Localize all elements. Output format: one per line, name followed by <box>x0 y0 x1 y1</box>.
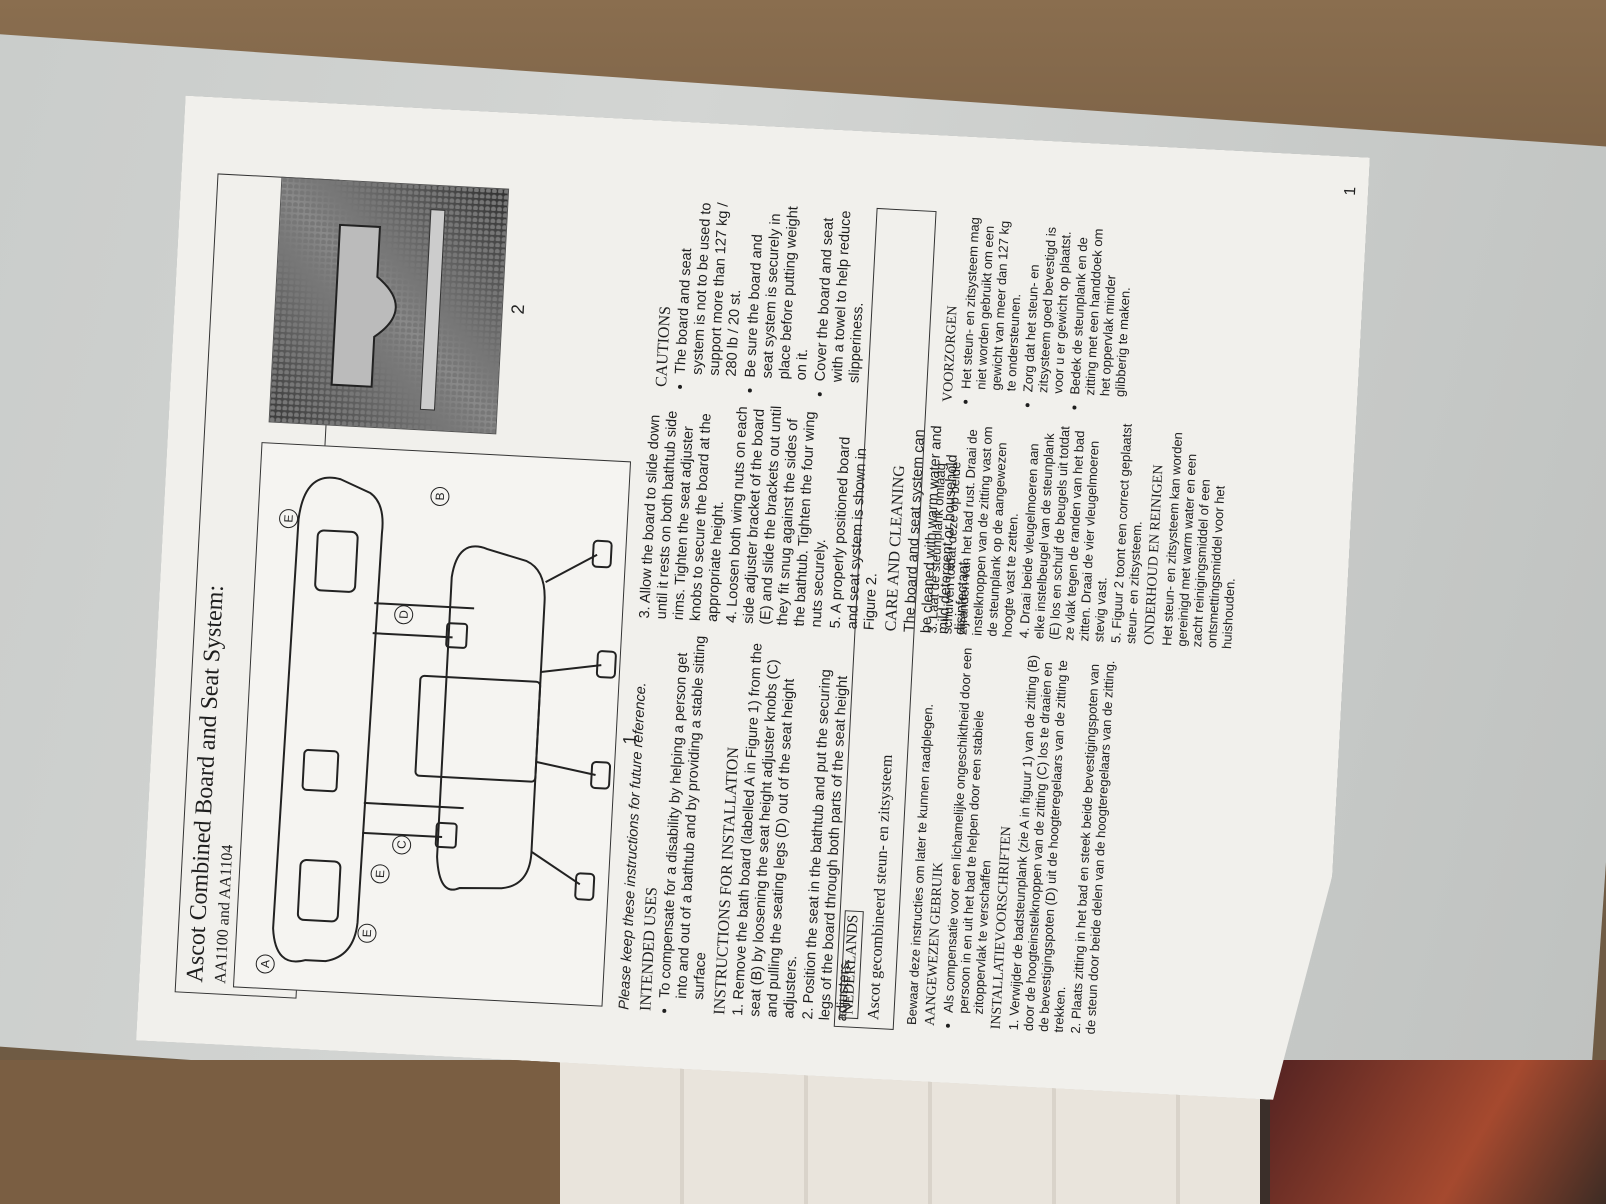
bracket-center <box>302 750 338 792</box>
label-a: A <box>258 960 272 969</box>
label-d: D <box>396 609 410 619</box>
caution-1: The board and seat system is not to be u… <box>673 200 750 377</box>
dutch-caution-3: Bedek de steunplank en de zitting met ee… <box>1067 220 1136 397</box>
dutch-caution-2: Zorg dat het steun- en zitsysteem goed b… <box>1020 218 1074 394</box>
install-step-3: 3. Allow the board to slide down until i… <box>636 410 728 623</box>
dutch-step-4: 4. Draai beide vleugelmoeren aan elke in… <box>1016 425 1110 643</box>
seat-outline <box>435 545 547 893</box>
page-number: 1 <box>1341 186 1360 197</box>
seat-backplate <box>415 676 540 782</box>
dutch-column-middle: 3. Laat de steunplank omlaag schuiven to… <box>924 413 1247 649</box>
instruction-sheet: Ascot Combined Board and Seat System: AA… <box>136 96 1370 1103</box>
dutch-column-left: Bewaar deze instructies om later te kunn… <box>904 645 1120 1035</box>
figure-2-number: 2 <box>507 303 529 315</box>
dutch-column-right: VOORZORGEN Het steun- en zitsysteem mag … <box>937 214 1139 412</box>
dutch-subtitle: Ascot gecombineerd steun- en zitsysteem <box>865 754 897 1021</box>
caution-2: Be sure the board and seat system is sec… <box>743 203 820 380</box>
figure-2-photo: 2 <box>269 177 510 435</box>
cardboard-box-bottom <box>0 1060 560 1204</box>
label-e-1: E <box>360 929 374 938</box>
bracket-right <box>315 530 358 592</box>
label-b: B <box>433 492 447 501</box>
bath-board-outline <box>271 476 384 965</box>
installed-seat-illustration <box>270 178 508 433</box>
dutch-caution-1: Het steun- en zitsysteem mag niet worden… <box>958 215 1027 392</box>
english-column-right: CAUTIONS The board and seat system is no… <box>649 199 875 398</box>
label-e-3: E <box>281 514 295 523</box>
dutch-step-3: 3. Laat de steunplank omlaag schuiven to… <box>924 426 1021 638</box>
caution-3: Cover the board and seat with a towel to… <box>813 207 873 383</box>
figure-1-drawing: A B C D E E E 1 <box>233 442 631 1007</box>
install-step-4: 4. Loosen both wing nuts on each side ad… <box>723 405 830 628</box>
label-c: C <box>394 840 408 850</box>
bath-board-seat-illustration: A B C D E E E <box>234 443 630 1006</box>
red-object <box>1270 1060 1606 1204</box>
dutch-care-text: Het steun- en zitsysteem kan worden gere… <box>1159 431 1238 650</box>
english-column-left: Please keep these instructions for futur… <box>616 630 873 1022</box>
dutch-language-label: NEDERLANDS <box>839 910 864 1019</box>
label-e-2: E <box>373 869 387 878</box>
bracket-left <box>298 860 341 922</box>
